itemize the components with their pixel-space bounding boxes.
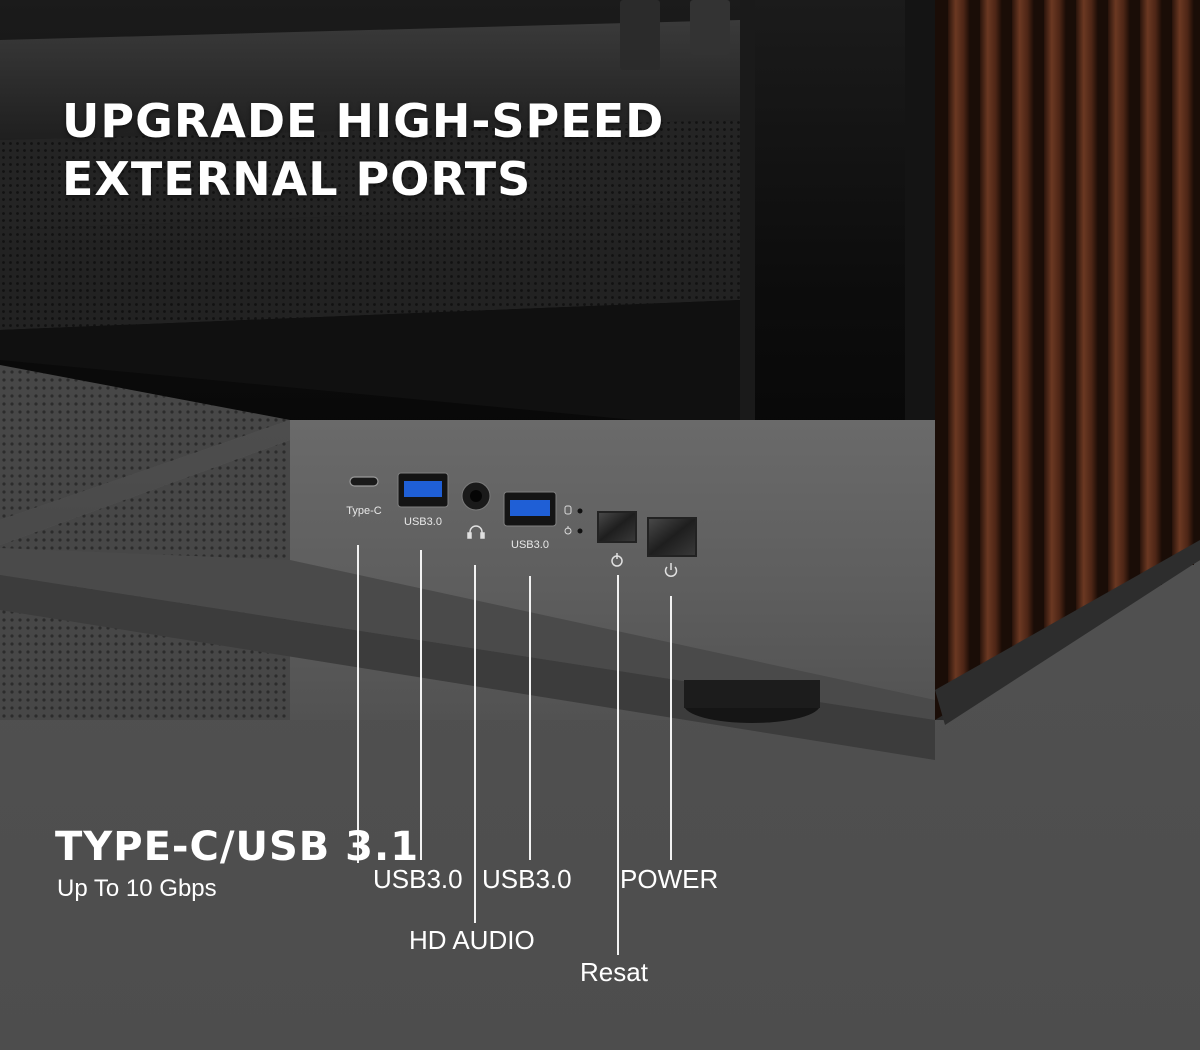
wood-slat bbox=[1044, 0, 1066, 640]
type-c-callout-title: TYPE-C/USB 3.1 bbox=[55, 824, 420, 870]
headline-line-1: UPGRADE HIGH-SPEED bbox=[62, 94, 665, 148]
hd-audio-leader-line bbox=[474, 565, 476, 923]
hdd-led-icon bbox=[564, 505, 572, 515]
wood-slat bbox=[1076, 0, 1098, 620]
panel-bottom-bevel bbox=[0, 548, 935, 720]
hdd-led bbox=[577, 508, 583, 514]
interior-bracket-2 bbox=[690, 0, 730, 55]
type-c-leader-line bbox=[357, 545, 359, 863]
type-c-callout-subtitle: Up To 10 Gbps bbox=[57, 875, 217, 902]
io-panel-edge bbox=[0, 420, 290, 545]
type-c-panel-label: Type-C bbox=[346, 505, 382, 517]
wood-slat bbox=[948, 0, 970, 690]
power-icon bbox=[664, 563, 678, 578]
usb-right-leader-line bbox=[529, 576, 531, 860]
interior-mesh-bottom bbox=[0, 200, 740, 330]
wood-slat bbox=[1108, 0, 1130, 600]
power-leader-line bbox=[670, 596, 672, 860]
reset-icon bbox=[611, 553, 623, 567]
audio-jack-hole bbox=[470, 490, 482, 502]
headline-line-2: EXTERNAL PORTS bbox=[62, 152, 532, 206]
usb-right-panel-label: USB3.0 bbox=[511, 539, 549, 551]
reset-callout: Resat bbox=[580, 957, 648, 987]
glass-frame-post bbox=[740, 0, 755, 440]
wood-slat bbox=[980, 0, 1002, 675]
wood-slat bbox=[1012, 0, 1034, 660]
interior-tray-top bbox=[0, 20, 740, 140]
interior-mesh-top bbox=[0, 120, 740, 230]
usb-left-leader-line bbox=[420, 550, 422, 860]
power-led bbox=[577, 528, 583, 534]
usb-left-callout: USB3.0 bbox=[373, 864, 463, 894]
hd-audio-callout: HD AUDIO bbox=[409, 925, 535, 955]
wood-slat bbox=[1140, 0, 1162, 585]
usb-right-callout: USB3.0 bbox=[482, 864, 572, 894]
usb-port-right-insert bbox=[510, 500, 550, 516]
reset-button bbox=[597, 511, 637, 543]
power-button bbox=[647, 517, 697, 557]
headphone-icon bbox=[467, 525, 485, 539]
reset-leader-line bbox=[617, 575, 619, 955]
interior-bracket bbox=[620, 0, 660, 70]
wood-slat bbox=[1172, 0, 1194, 565]
usb-left-panel-label: USB3.0 bbox=[404, 516, 442, 528]
usb-port-left-insert bbox=[404, 481, 442, 497]
power-callout: POWER bbox=[620, 864, 719, 894]
case-foot-body bbox=[684, 680, 820, 708]
power-led-icon bbox=[564, 526, 572, 535]
wood-slats bbox=[948, 0, 1194, 690]
type-c-port bbox=[349, 476, 379, 487]
headline: UPGRADE HIGH-SPEED EXTERNAL PORTS bbox=[62, 92, 664, 208]
interior-floor bbox=[0, 300, 740, 430]
wood-base-trim bbox=[935, 540, 1200, 725]
